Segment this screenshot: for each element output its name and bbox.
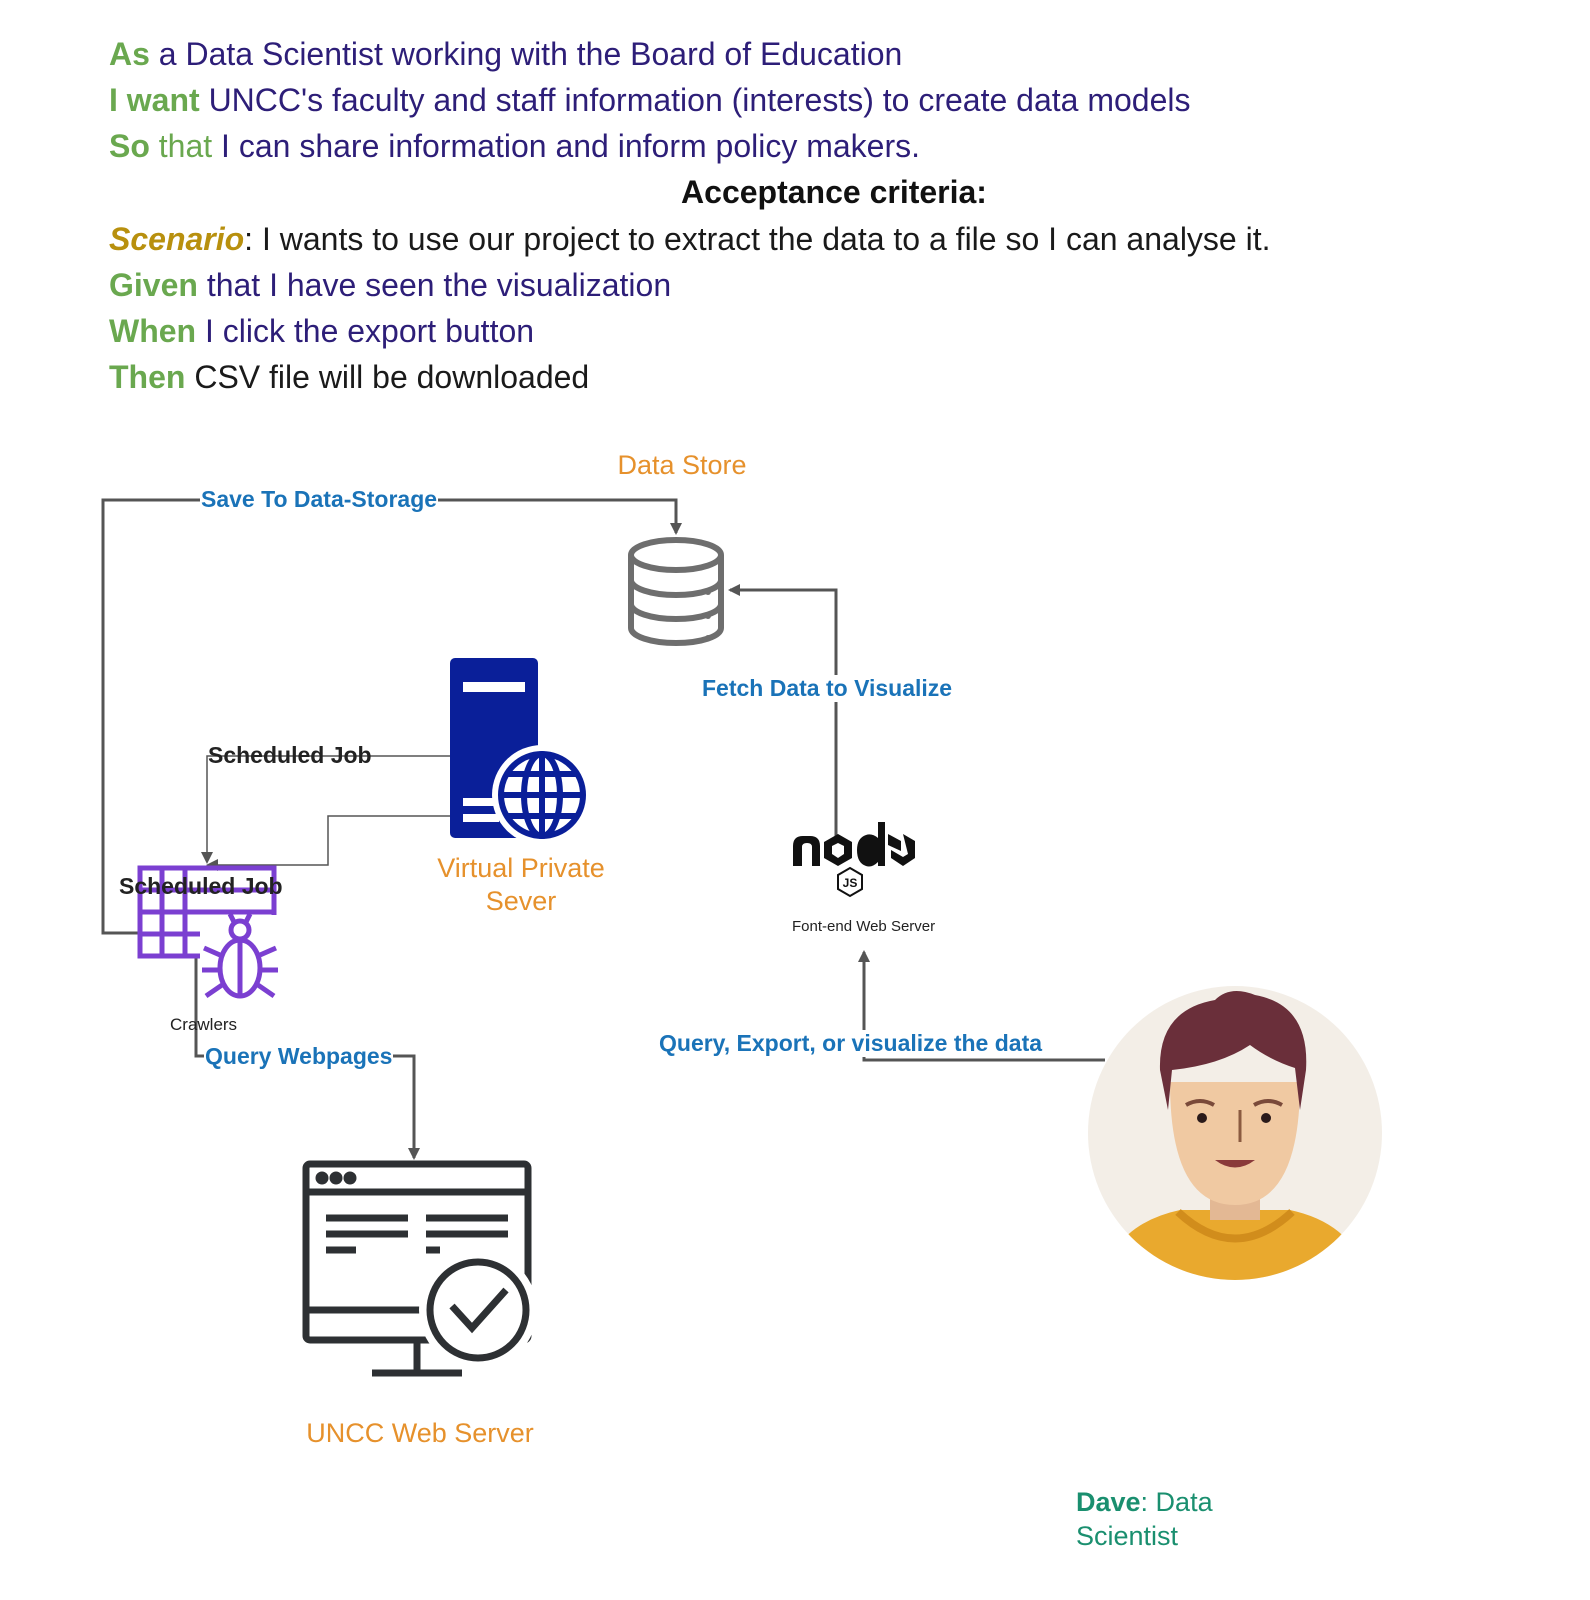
crawlers-label: Crawlers: [170, 1015, 238, 1034]
scenario-line: Scenario: I wants to use our project to …: [109, 219, 1271, 259]
as-text: a Data Scientist working with the Board …: [149, 36, 903, 72]
as-keyword: As: [109, 36, 150, 72]
vps-label: Virtual Private Sever: [428, 852, 614, 918]
vps-label-line2: Sever: [485, 886, 557, 916]
when-line: When I click the export button: [109, 311, 534, 351]
when-text: I click the export button: [196, 313, 535, 349]
so-text: I can share information and inform polic…: [212, 128, 921, 164]
web-server-check-icon: [302, 1160, 537, 1377]
acceptance-criteria-heading: Acceptance criteria:: [681, 174, 987, 210]
dave-role: : Data Scientist: [1076, 1487, 1213, 1551]
given-keyword: Given: [109, 267, 198, 303]
so-that-text: that: [149, 128, 213, 164]
vps-label-line1: Virtual Private: [437, 853, 605, 883]
then-line: Then CSV file will be downloaded: [109, 357, 589, 397]
connector-save-to-storage: [101, 498, 682, 935]
given-text: that I have seen the visualization: [197, 267, 672, 303]
scheduled-job-label: Scheduled Job: [208, 742, 372, 768]
story-as-line: As a Data Scientist working with the Boa…: [109, 34, 902, 74]
connector-query-export: [858, 950, 1105, 1062]
server-globe-icon: [450, 658, 592, 845]
fetch-data-label: Fetch Data to Visualize: [701, 675, 954, 702]
query-webpages-label: Query Webpages: [204, 1043, 394, 1070]
query-export-label: Query, Export, or visualize the data: [658, 1030, 1044, 1057]
want-keyword: I want: [109, 82, 200, 118]
then-keyword: Then: [109, 359, 186, 395]
uncc-web-server-label: UNCC Web Server: [306, 1418, 534, 1448]
when-keyword: When: [109, 313, 197, 349]
data-store-label: Data Store: [617, 450, 747, 480]
crawler-bug-icon: [137, 865, 290, 1005]
story-want-line: I want UNCC's faculty and staff informat…: [109, 80, 1191, 120]
save-to-storage-label: Save To Data-Storage: [200, 486, 439, 513]
then-text: CSV file will be downloaded: [185, 359, 590, 395]
connector-scheduled-job: [201, 755, 450, 871]
story-so-line: So that I can share information and info…: [109, 126, 920, 166]
database-icon: [628, 537, 724, 646]
want-text: UNCC's faculty and staff information (in…: [199, 82, 1191, 118]
given-line: Given that I have seen the visualization: [109, 265, 671, 305]
dave-label: Dave: Data Scientist: [1076, 1485, 1276, 1553]
svg-text:JS: JS: [843, 876, 858, 890]
nodejs-logo-icon: JS: [793, 822, 915, 898]
scenario-keyword: Scenario: [109, 221, 245, 257]
crawler-scheduled-job-overlay: Scheduled Job: [119, 873, 283, 899]
connector-fetch-data: [728, 584, 838, 838]
node-server-caption: Font-end Web Server: [792, 918, 936, 935]
scenario-text: : I wants to use our project to extract …: [244, 221, 1271, 257]
so-keyword: So: [109, 128, 150, 164]
person-avatar-icon: [1088, 986, 1382, 1280]
dave-name: Dave: [1076, 1487, 1141, 1517]
